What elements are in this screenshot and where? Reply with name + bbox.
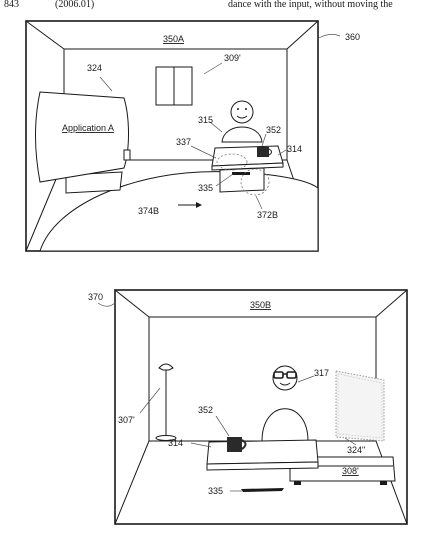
leader-line [277, 149, 287, 156]
dashed-region [216, 153, 248, 171]
header-left-fragment: 843 [4, 0, 19, 10]
leader-line [190, 442, 212, 448]
glasses-lens [273, 371, 284, 379]
arrow-ref-label: 374B [138, 206, 159, 216]
virtual-display-inner [337, 373, 383, 439]
leader-line [255, 195, 263, 210]
table-ref-label: 314 [287, 144, 302, 154]
user-eye [237, 108, 239, 110]
figure-top-room: Application A [25, 20, 341, 252]
room-outer-frame [114, 289, 408, 525]
corner-line [375, 289, 408, 318]
table-edge [211, 162, 284, 171]
display-knob [123, 149, 131, 161]
user-ref-label: 317 [314, 368, 329, 378]
mug-handle [241, 439, 247, 450]
cabinet-ref-label: 308' [342, 466, 359, 476]
window-ref-label: 309' [224, 53, 241, 63]
display-screen [35, 91, 129, 183]
virtual-display [335, 370, 385, 442]
header-right-fragment: dance with the input, without moving the [228, 0, 393, 10]
display-ref-label: 324 [87, 63, 102, 73]
motion-arrowhead [196, 202, 202, 208]
user-body [261, 408, 309, 442]
corner-line [114, 289, 150, 318]
dashed-region [240, 168, 270, 196]
user-eye [245, 108, 247, 110]
leader-line [215, 173, 234, 187]
mug-object [257, 147, 269, 157]
figure-bottom-room [97, 289, 408, 525]
system-label-top: 360 [345, 32, 360, 42]
floor-oval [39, 171, 319, 252]
display-ref-label: 324" [347, 445, 365, 455]
user-ref-label: 315 [198, 115, 213, 125]
lamp-shade [158, 363, 174, 371]
mug-handle [268, 148, 272, 156]
leader-line [297, 375, 315, 383]
corner-line [375, 440, 408, 525]
corner-line [114, 440, 150, 525]
user-smile [236, 115, 248, 119]
system-label-bottom: 370 [88, 292, 103, 302]
leader-line [99, 76, 113, 92]
leader-line [344, 437, 357, 446]
cabinet-foot [294, 481, 301, 485]
leader-line [261, 133, 267, 147]
leader-line [139, 387, 161, 414]
header-center-fragment: (2006.01) [55, 0, 94, 10]
leader-line [190, 145, 217, 159]
leader-line [318, 34, 341, 39]
table-base [219, 167, 265, 193]
item-ref-label: 335 [208, 486, 223, 496]
item-bar [241, 488, 284, 492]
display-text: Application A [62, 123, 114, 133]
table-top [206, 439, 319, 465]
corner-line [286, 20, 319, 50]
mug-object [227, 437, 242, 452]
object-ref-label: 352 [266, 125, 281, 135]
leader-line [203, 62, 223, 75]
user-smile [279, 382, 291, 386]
edge-ref-label: 337 [176, 137, 191, 147]
corner-line [25, 20, 65, 50]
cabinet-foot [380, 481, 387, 485]
lamp-ref-label: 307' [118, 415, 135, 425]
user-head [230, 100, 254, 124]
user-body [221, 126, 263, 143]
room-label-top: 350A [163, 34, 184, 44]
object-ref-label: 352 [198, 405, 213, 415]
leader-line [97, 301, 117, 307]
table-ref-label: 314 [168, 438, 183, 448]
lamp-base [155, 435, 177, 441]
leader-line [209, 121, 223, 133]
item-bar [232, 172, 250, 175]
table-edge [206, 461, 319, 471]
item-ref-label: 335 [198, 183, 213, 193]
room-label-bottom: 350B [250, 300, 271, 310]
leader-line [215, 415, 230, 437]
display-stand [65, 171, 123, 194]
glasses-lens [286, 371, 297, 379]
region-ref-label: 372B [257, 210, 278, 220]
